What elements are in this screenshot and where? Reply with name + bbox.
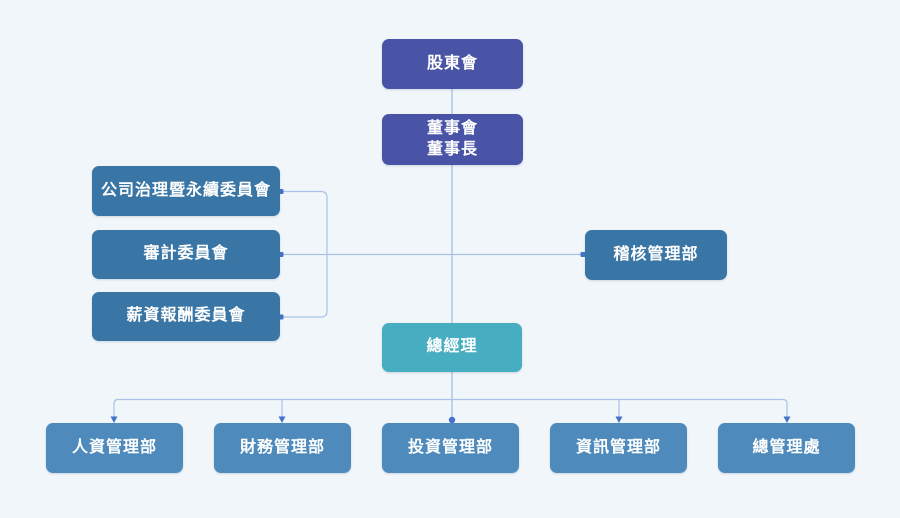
node-label: 稽核管理部	[613, 245, 699, 263]
node-label: 資訊管理部	[575, 438, 661, 456]
dot-investment	[448, 416, 456, 424]
arrow-admin	[783, 416, 791, 423]
node-compensation-committee: 薪資報酬委員會	[92, 292, 280, 341]
node-general-manager: 總經理	[382, 323, 522, 372]
arrow-finance	[278, 416, 286, 423]
node-label: 財務管理部	[239, 438, 325, 456]
node-label: 董事會 董事長	[426, 119, 478, 158]
node-label: 審計委員會	[143, 245, 229, 263]
node-it-management-dept: 資訊管理部	[550, 423, 687, 473]
node-audit-committee: 審計委員會	[92, 230, 280, 279]
node-board-of-directors: 董事會 董事長	[382, 114, 523, 165]
node-label: 公司治理暨永續委員會	[100, 181, 271, 199]
node-label: 人資管理部	[71, 438, 157, 456]
node-label: 薪資報酬委員會	[126, 307, 246, 325]
node-finance-management-dept: 財務管理部	[214, 423, 351, 473]
node-governance-sustainability-committee: 公司治理暨永續委員會	[92, 166, 280, 216]
node-label: 總經理	[426, 338, 478, 356]
arrow-it	[615, 416, 623, 423]
node-label: 總管理處	[752, 438, 821, 456]
node-shareholders-meeting: 股東會	[382, 39, 523, 89]
node-audit-management-dept: 稽核管理部	[585, 230, 727, 280]
node-label: 投資管理部	[407, 438, 493, 456]
node-label: 股東會	[426, 54, 478, 72]
dot-auditdept	[580, 252, 586, 257]
node-general-administration-office: 總管理處	[718, 423, 855, 473]
arrow-hr	[110, 416, 118, 423]
edge-bottom-rail	[113, 398, 788, 417]
node-hr-management-dept: 人資管理部	[46, 423, 183, 473]
node-investment-management-dept: 投資管理部	[382, 423, 519, 473]
